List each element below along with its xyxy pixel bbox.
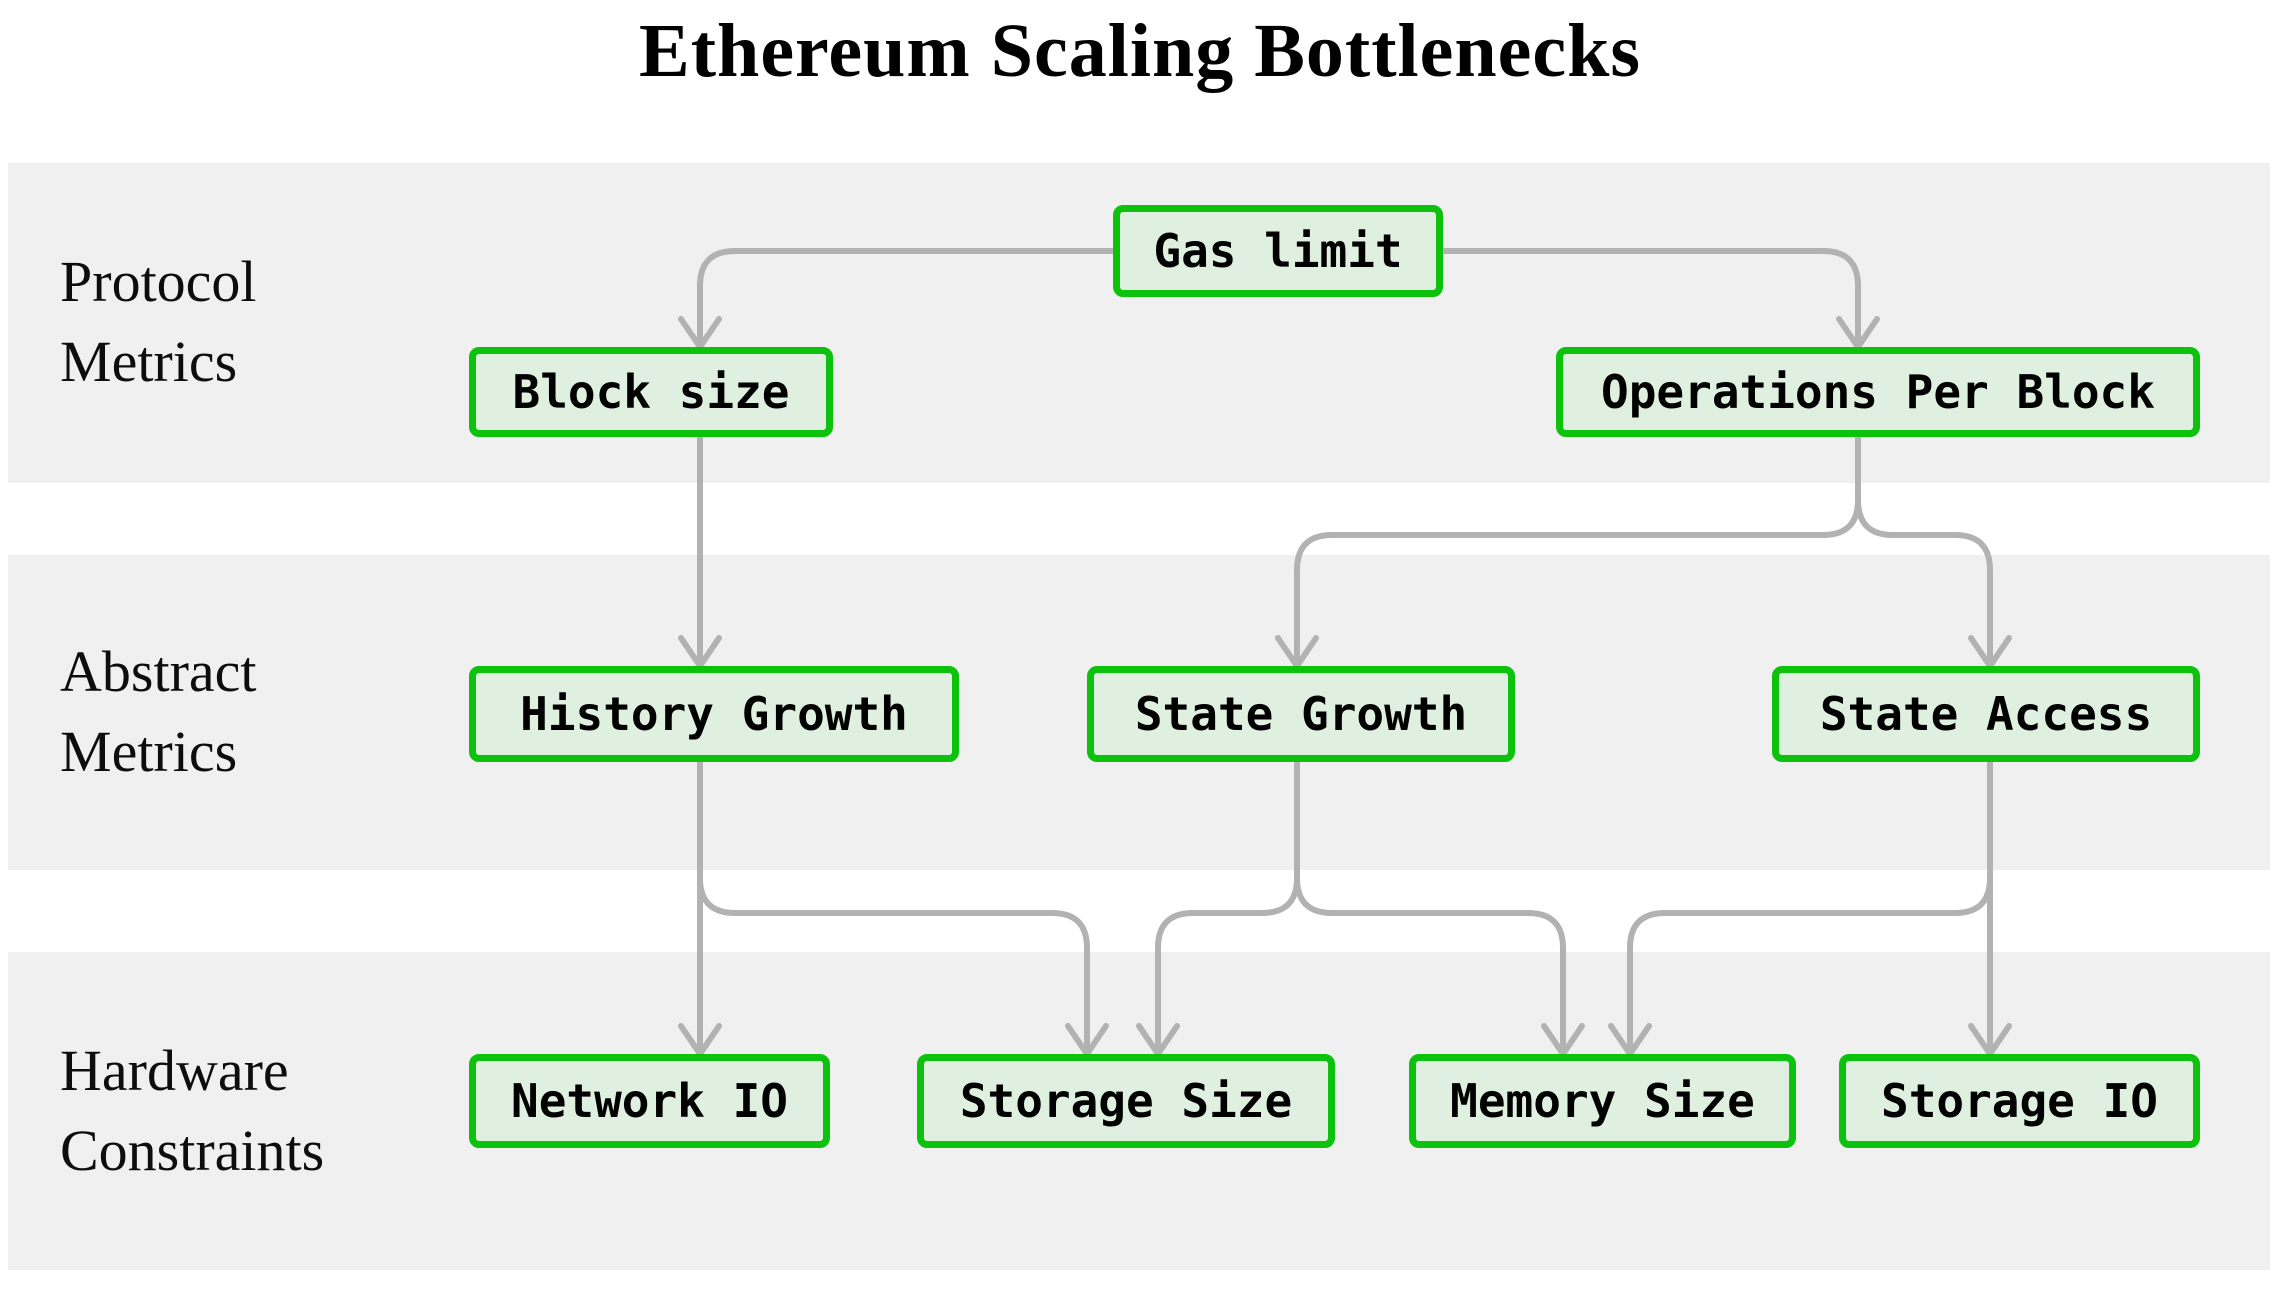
edge-gas-limit-to-block-size: [678, 248, 1116, 350]
band-label-line: Metrics: [60, 329, 238, 395]
node-gas-limit: Gas limit: [1113, 205, 1443, 297]
band-label-line: Constraints: [60, 1118, 325, 1184]
edge-state-access-to-memory-size: [1608, 759, 1993, 1057]
band-label-line: Metrics: [60, 719, 238, 785]
edge-gas-limit-to-operations-per-block: [1440, 248, 1880, 350]
node-memory-size: Memory Size: [1409, 1054, 1796, 1148]
edge-operations-per-block-to-state-growth: [1275, 434, 1861, 669]
edge-history-growth-to-storage-size: [697, 759, 1109, 1057]
edge-block-size-to-history-growth: [678, 434, 722, 669]
node-block-size: Block size: [469, 347, 833, 437]
edge-state-growth-to-memory-size: [1294, 759, 1585, 1057]
node-storage-io: Storage IO: [1839, 1054, 2200, 1148]
edge-operations-per-block-to-state-access: [1855, 434, 2012, 669]
node-network-io: Network IO: [469, 1054, 830, 1148]
band-label-protocol-metrics: Protocol Metrics: [60, 242, 580, 402]
band-label-abstract-metrics: Abstract Metrics: [60, 632, 580, 792]
node-operations-per-block: Operations Per Block: [1556, 347, 2200, 437]
band-label-hardware-constraints: Hardware Constraints: [60, 1031, 580, 1191]
band-label-line: Protocol: [60, 249, 257, 314]
diagram-title: Ethereum Scaling Bottlenecks: [639, 9, 1641, 93]
band-label-line: Hardware: [60, 1038, 289, 1103]
node-state-access: State Access: [1772, 666, 2200, 762]
node-history-growth: History Growth: [469, 666, 959, 762]
edge-state-growth-to-storage-size: [1136, 759, 1300, 1057]
node-storage-size: Storage Size: [917, 1054, 1335, 1148]
node-state-growth: State Growth: [1087, 666, 1515, 762]
band-label-line: Abstract: [60, 639, 257, 704]
